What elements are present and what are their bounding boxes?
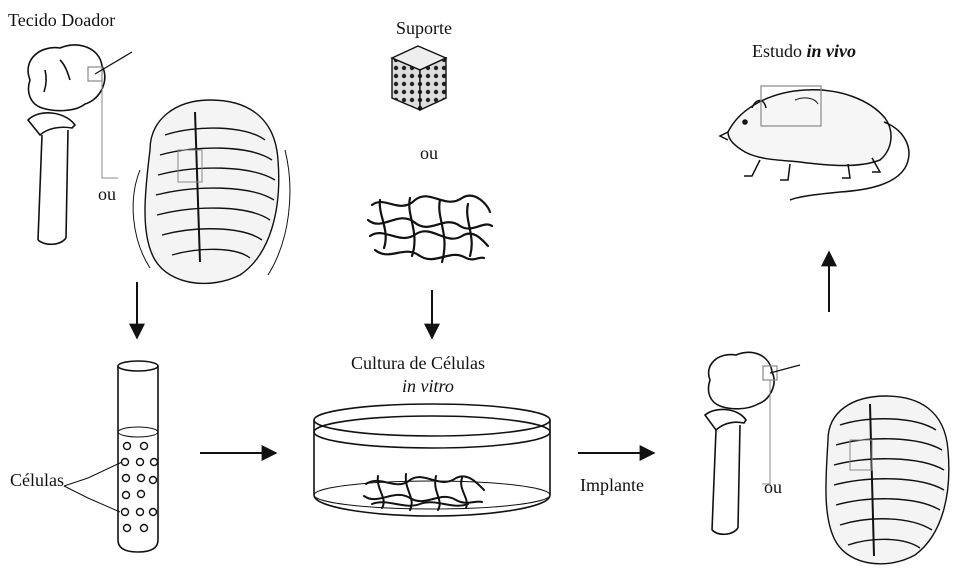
cell-dots <box>122 443 158 532</box>
test-tube-icon <box>118 361 158 552</box>
cultured-scaffold-icon <box>364 474 484 510</box>
rib-cage-icon-implant <box>826 396 949 564</box>
fiber-mesh-icon <box>368 196 492 262</box>
porous-sponge-icon <box>392 46 446 110</box>
rib-cage-icon <box>133 100 290 283</box>
knee-bone-icon <box>28 45 105 244</box>
rat-icon <box>720 90 909 200</box>
